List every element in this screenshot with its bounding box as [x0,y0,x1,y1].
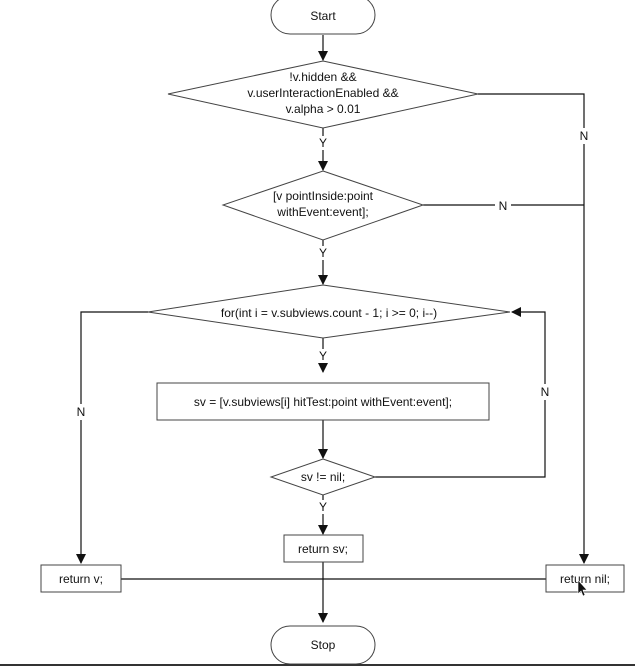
cond-visible-line-1: !v.hidden && [289,70,356,84]
node-condition-visible: !v.hidden && v.userInteractionEnabled &&… [167,60,479,129]
label-nilcheck-yes: Y [319,500,327,514]
cond-visible-line-2: v.userInteractionEnabled && [247,86,398,100]
label-visible-no: N [580,129,589,143]
node-loop-for: for(int i = v.subviews.count - 1; i >= 0… [147,284,511,339]
node-start: Start [270,0,376,35]
cond-inside-line-2: withEvent:event]; [276,205,368,219]
label-loop-no: N [77,405,86,419]
label-visible-yes: Y [319,136,327,150]
label-loop-yes: Y [319,349,327,363]
node-condition-point-inside: [v pointInside:point withEvent:event]; [221,170,425,241]
node-hit-test: sv = [v.subviews[i] hitTest:point withEv… [156,382,490,421]
bottom-border [0,664,635,666]
label-inside-no: N [499,199,508,213]
node-start-label: Start [310,9,336,23]
node-return-v: return v; [40,564,122,593]
node-condition-nil: sv != nil; [269,458,377,496]
mouse-cursor-icon [577,579,588,597]
loop-for-label: for(int i = v.subviews.count - 1; i >= 0… [221,306,437,320]
hit-test-label: sv = [v.subviews[i] hitTest:point withEv… [194,395,452,409]
edge-visible-no [478,93,589,564]
node-stop-label: Stop [311,638,336,652]
edge-loop-no [76,311,148,564]
cond-nil-label: sv != nil; [301,470,345,484]
edge-labels: N N N N Y Y Y Y [73,128,592,514]
return-sv-label: return sv; [298,542,348,556]
cond-inside-line-1: [v pointInside:point [273,189,374,203]
return-v-label: return v; [59,572,103,586]
cond-visible-line-3: v.alpha > 0.01 [286,102,361,116]
return-nil-label: return nil; [560,572,610,586]
node-stop: Stop [270,625,376,664]
label-nilcheck-no: N [541,385,550,399]
node-return-sv: return sv; [283,534,364,563]
label-inside-yes: Y [319,246,327,260]
